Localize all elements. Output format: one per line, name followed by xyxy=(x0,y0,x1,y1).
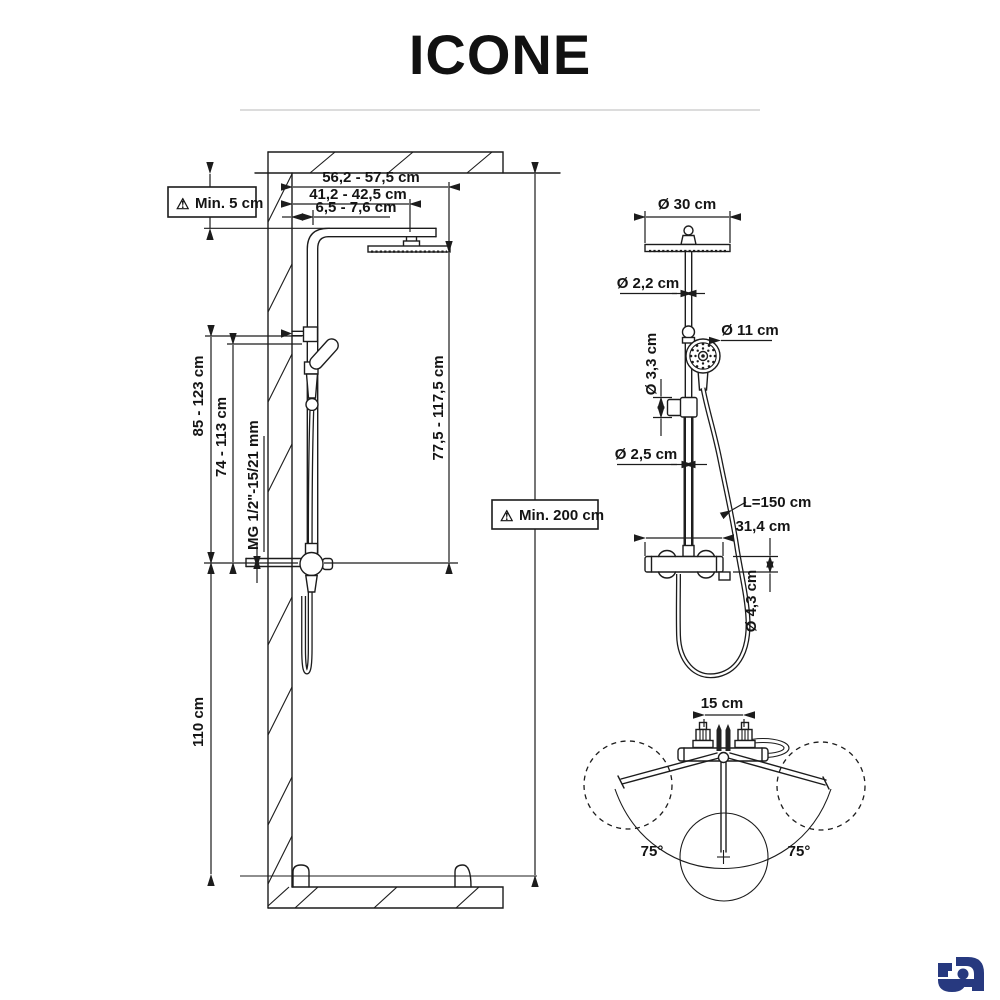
mixer-hose-outlet xyxy=(304,574,319,593)
supply-pin xyxy=(725,724,731,751)
dim-wall-offset-label: 6,5 - 7,6 cm xyxy=(316,199,397,216)
mixer-knob-front xyxy=(321,557,334,571)
slider-bracket xyxy=(666,398,683,417)
min-ceiling-height-badge: ⚠ Min. 200 cm xyxy=(491,499,604,530)
dim-mixer-height-label: 110 cm xyxy=(190,697,207,747)
dim-slider-label: Ø 3,3 cm xyxy=(643,333,660,396)
dim-upper-pipe-label: Ø 2,2 cm xyxy=(617,275,680,292)
dim-mixer-width-label: 31,4 cm xyxy=(735,518,790,535)
swivel-arc xyxy=(614,788,832,870)
mixer-bar-front xyxy=(644,544,731,581)
head-position-left xyxy=(583,740,673,830)
dim-connection-spacing-label: 15 cm xyxy=(701,695,744,712)
dim-mixer-diameter-label: Ø 4,3 cm xyxy=(743,570,760,633)
shower-hose-front xyxy=(677,387,750,677)
rain-head-front xyxy=(644,243,731,253)
dim-head-height-label: 77,5 - 117,5 cm xyxy=(430,355,447,460)
wall-bracket xyxy=(302,326,319,343)
swivel-arms xyxy=(617,751,830,864)
brand-logo xyxy=(938,957,984,992)
wall-connection-left xyxy=(692,721,714,749)
pipe-connector xyxy=(681,325,696,339)
tray-foot xyxy=(454,864,472,888)
hand-shower-front xyxy=(685,338,721,374)
hose-nut xyxy=(305,397,319,412)
dim-head-diameter-label: Ø 30 cm xyxy=(658,196,716,213)
dim-hose-length-label: L=150 cm xyxy=(743,494,812,511)
dimensions: 56,2 - 57,5 cm 41,2 - 42,5 cm 6,5 - 7,6 … xyxy=(190,162,812,887)
min-top-clearance-badge: ⚠ Min. 5 cm xyxy=(167,186,263,218)
page-title: ICONE xyxy=(408,23,592,86)
dim-swivel-right-label: 75° xyxy=(788,843,811,860)
dim-arm-width-label: 41,2 - 42,5 cm xyxy=(309,186,407,203)
side-view xyxy=(240,151,561,909)
wall-connection-right xyxy=(734,721,756,749)
floor-section xyxy=(240,864,537,909)
dim-swivel-left-label: 75° xyxy=(641,843,664,860)
dim-thread-label: MG 1/2"-15/21 mm xyxy=(245,420,262,550)
wall-section xyxy=(267,151,293,909)
dim-holder-height-label: 85 - 123 cm xyxy=(190,356,207,437)
tray-foot xyxy=(292,864,310,888)
dim-total-width-label: 56,2 - 57,5 cm xyxy=(322,169,420,186)
swivel-pivot xyxy=(717,751,730,764)
dim-lower-pipe-label: Ø 2,5 cm xyxy=(615,446,678,463)
min-top-clearance-label: Min. 5 cm xyxy=(195,195,263,212)
warning-icon: ⚠ xyxy=(500,508,514,525)
head-ball-joint xyxy=(683,225,694,236)
hand-shower-side xyxy=(309,338,339,370)
title-divider xyxy=(240,109,760,111)
shower-hose-side xyxy=(302,410,313,674)
ceiling-section xyxy=(254,151,561,174)
dim-handle-height-label: 74 - 113 cm xyxy=(213,397,230,477)
dim-hand-shower-label: Ø 11 cm xyxy=(721,322,779,339)
mixer-body-side xyxy=(299,551,324,577)
supply-pin xyxy=(716,724,722,751)
hose-fitting xyxy=(718,571,731,581)
hand-shower-handle xyxy=(305,373,319,399)
front-view xyxy=(644,225,751,679)
warning-icon: ⚠ xyxy=(176,196,190,213)
head-position-right xyxy=(776,741,866,831)
top-view xyxy=(583,721,866,902)
min-ceiling-height-label: Min. 200 cm xyxy=(519,507,604,524)
head-position-center xyxy=(679,812,769,902)
